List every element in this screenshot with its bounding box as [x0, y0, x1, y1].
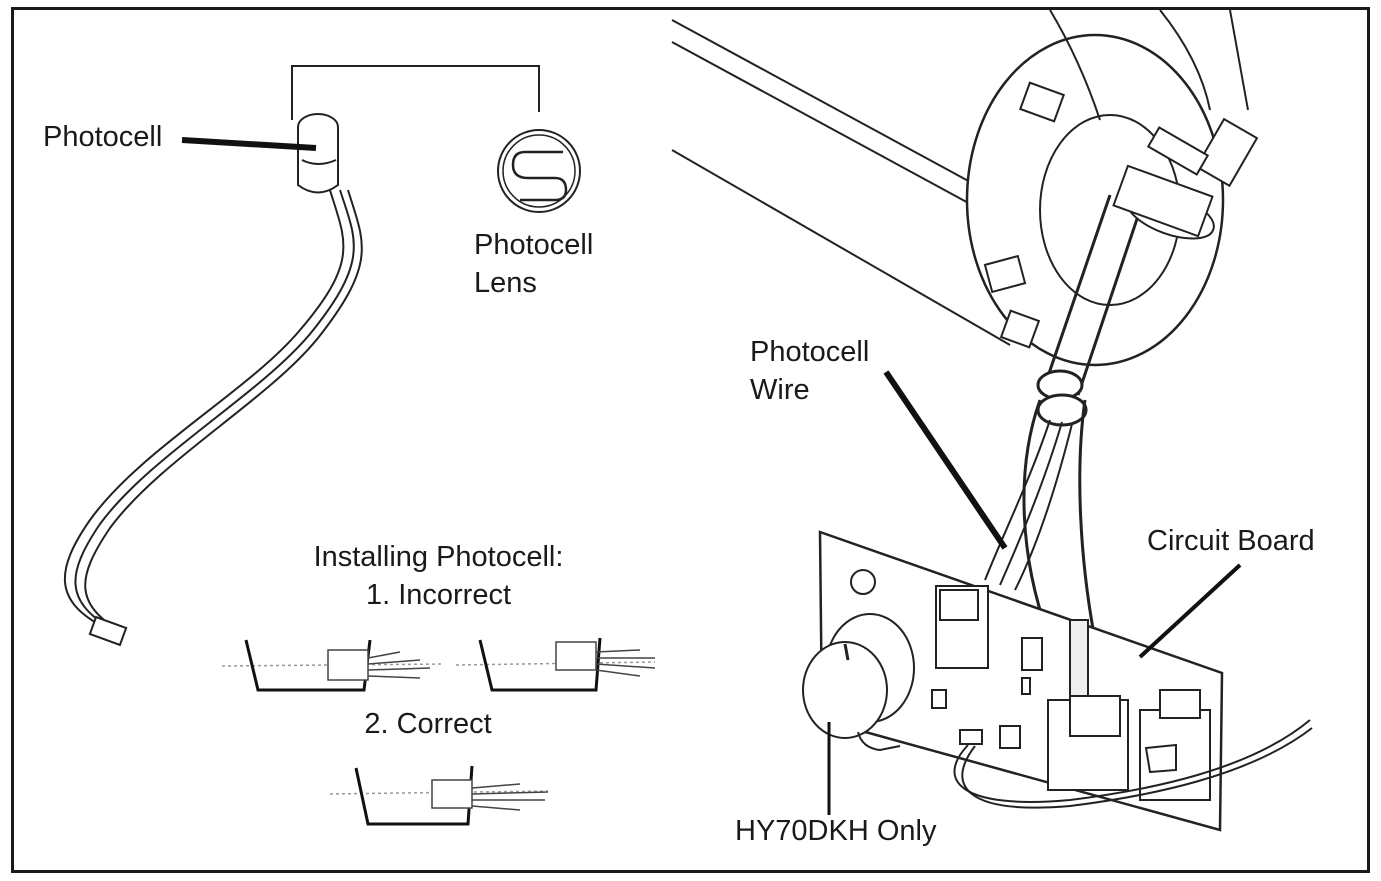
photocell-lens-label-line2: Lens [474, 267, 537, 299]
installing-title: Installing Photocell: [313, 541, 564, 573]
photocell-wire-label: Photocell Wire [750, 333, 869, 409]
photocell-leader [181, 137, 317, 151]
photocell-label: Photocell [43, 121, 163, 153]
circuit-board-leader [1138, 563, 1242, 659]
install-incorrect-a [221, 639, 445, 692]
photocell-lens-label: Photocell Lens [474, 226, 593, 302]
photocell-wire-leader [883, 370, 1008, 550]
photocell-lens-icon [497, 129, 581, 213]
figure-frame [11, 7, 1370, 873]
photocell-wire-label-line2: Wire [750, 374, 810, 406]
circuit-board [818, 530, 1313, 832]
photocell-illustration [64, 65, 540, 647]
burner-assembly [671, 9, 1259, 641]
installing-step-correct: 2. Correct [364, 708, 492, 740]
installing-step-incorrect: 1. Incorrect [365, 579, 512, 611]
installing-photocell-block: Installing Photocell: 1. Incorrect [296, 538, 581, 614]
install-correct [329, 765, 549, 826]
circuit-board-label: Circuit Board [1147, 525, 1315, 557]
photocell-lens-label-line1: Photocell [474, 229, 594, 261]
control-knob [802, 613, 915, 752]
model-note-label: HY70DKH Only [735, 815, 937, 847]
photocell-wire-label-line1: Photocell [750, 336, 870, 368]
install-incorrect-b [455, 637, 656, 692]
